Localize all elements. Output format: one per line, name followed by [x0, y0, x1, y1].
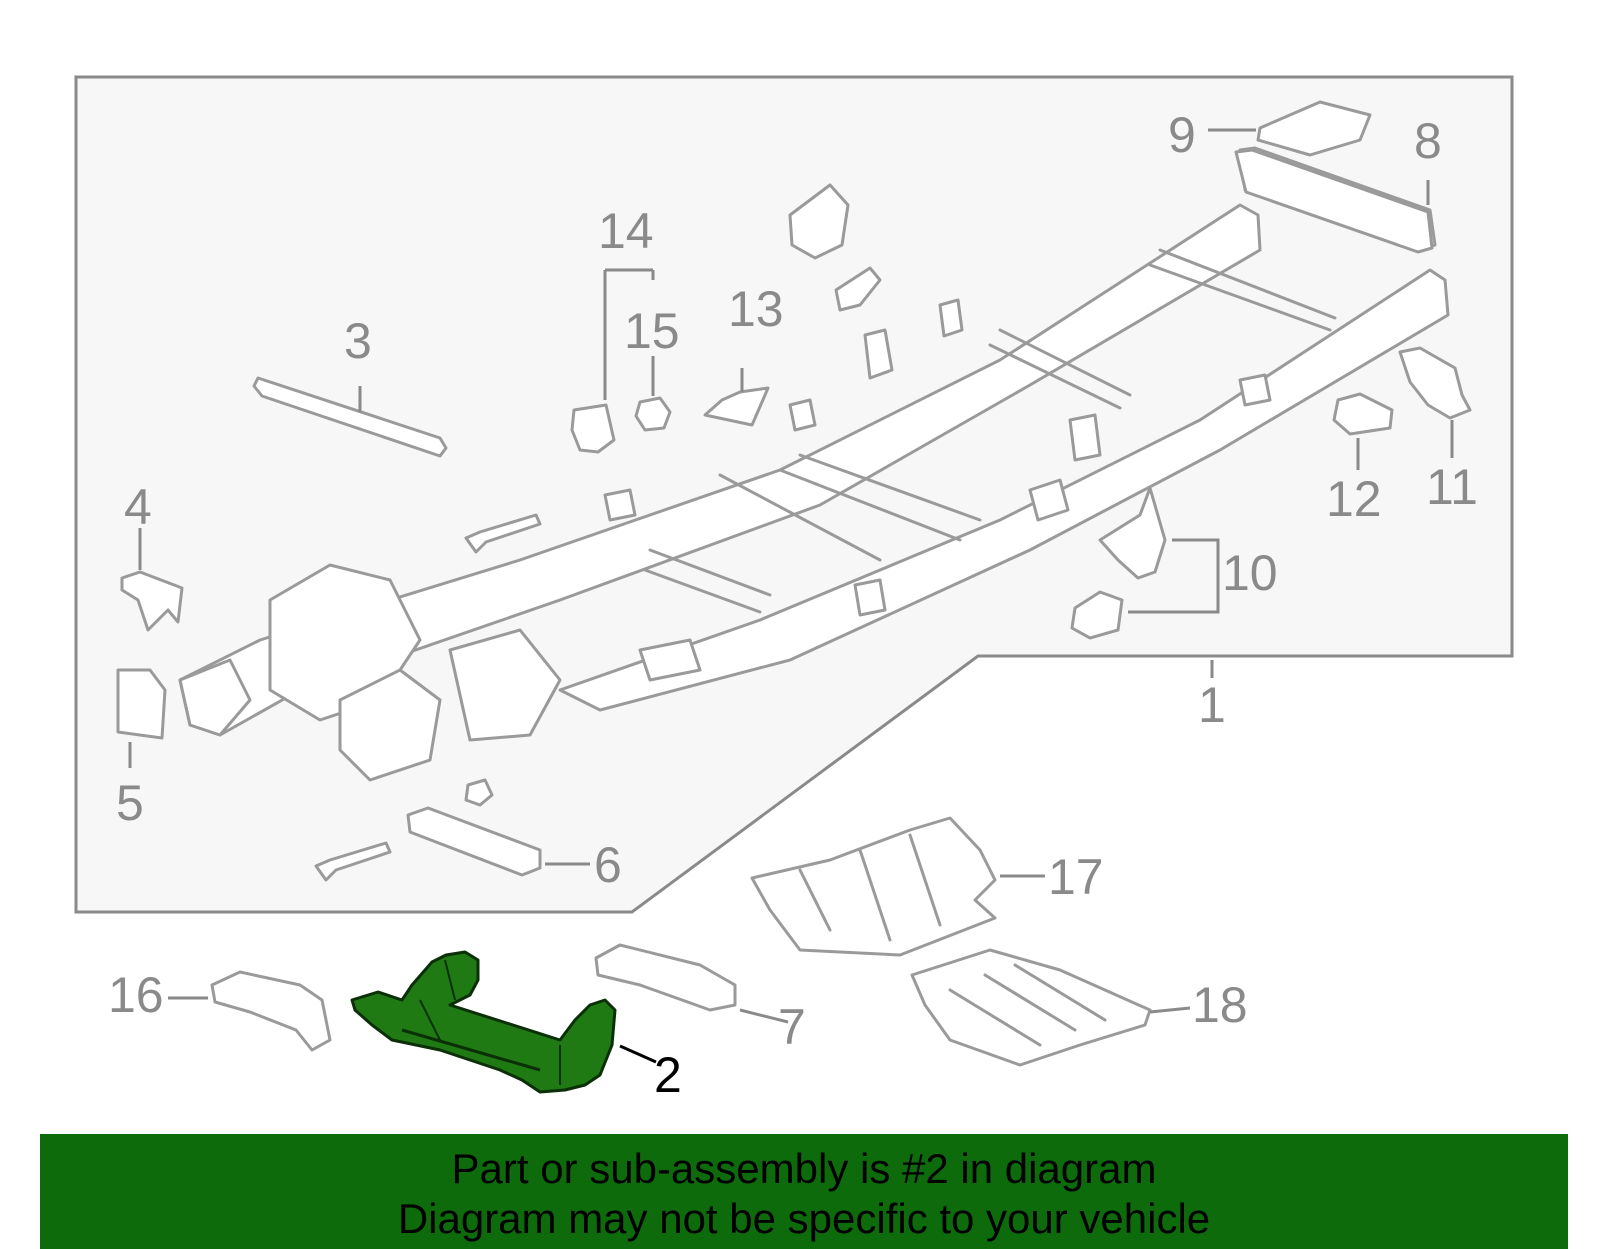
callout-4: 4	[124, 479, 152, 535]
part-2-crossmember-highlighted[interactable]	[350, 950, 617, 1094]
part-9-plate	[1256, 100, 1372, 157]
part-13-bracket	[703, 386, 770, 427]
callout-10: 10	[1222, 545, 1278, 601]
bracket-upper-mid-a	[788, 183, 850, 260]
part-16-bracket	[210, 970, 332, 1052]
bolt-lower	[314, 841, 392, 882]
part-4-bracket	[120, 570, 184, 632]
part-15-bushing	[634, 396, 672, 432]
info-banner: Part or sub-assembly is #2 in diagram Di…	[40, 1134, 1568, 1249]
part-10-bracket-lower	[1070, 590, 1124, 640]
banner-line-1: Part or sub-assembly is #2 in diagram	[451, 1145, 1157, 1192]
frame-assembly	[178, 146, 1450, 782]
part-6-bar	[406, 806, 542, 877]
part-10-bracket-upper	[1098, 486, 1167, 580]
bracket-upper-mid-b	[834, 266, 882, 312]
callout-16: 16	[108, 967, 164, 1023]
callout-7: 7	[778, 999, 806, 1055]
callout-2[interactable]: 2	[654, 1047, 682, 1103]
bolt-upper	[464, 513, 542, 554]
callout-15: 15	[624, 303, 680, 359]
part-18-skid-plate	[910, 948, 1152, 1067]
callout-1: 1	[1198, 677, 1226, 733]
callout-11: 11	[1426, 459, 1478, 515]
callout-5: 5	[116, 775, 144, 831]
callout-13: 13	[728, 281, 784, 337]
callout-8: 8	[1414, 113, 1442, 169]
callout-9: 9	[1168, 107, 1196, 163]
callout-17: 17	[1048, 849, 1104, 905]
callout-14: 14	[598, 203, 654, 259]
callout-18: 18	[1192, 977, 1248, 1033]
callout-6: 6	[594, 837, 622, 893]
nut-lower	[464, 778, 494, 807]
part-11-bracket	[1398, 346, 1472, 420]
part-3-tube	[252, 376, 448, 458]
banner-line-2: Diagram may not be specific to your vehi…	[397, 1195, 1211, 1242]
callout-12: 12	[1326, 471, 1382, 527]
part-8-crossmember	[1234, 148, 1434, 254]
part-12-mount	[1332, 392, 1394, 436]
part-5-plate	[116, 668, 167, 740]
part-14-bracket	[570, 403, 616, 454]
part-7-bracket	[594, 943, 737, 1012]
leader-lines	[128, 128, 1454, 1064]
callout-3: 3	[344, 313, 372, 369]
